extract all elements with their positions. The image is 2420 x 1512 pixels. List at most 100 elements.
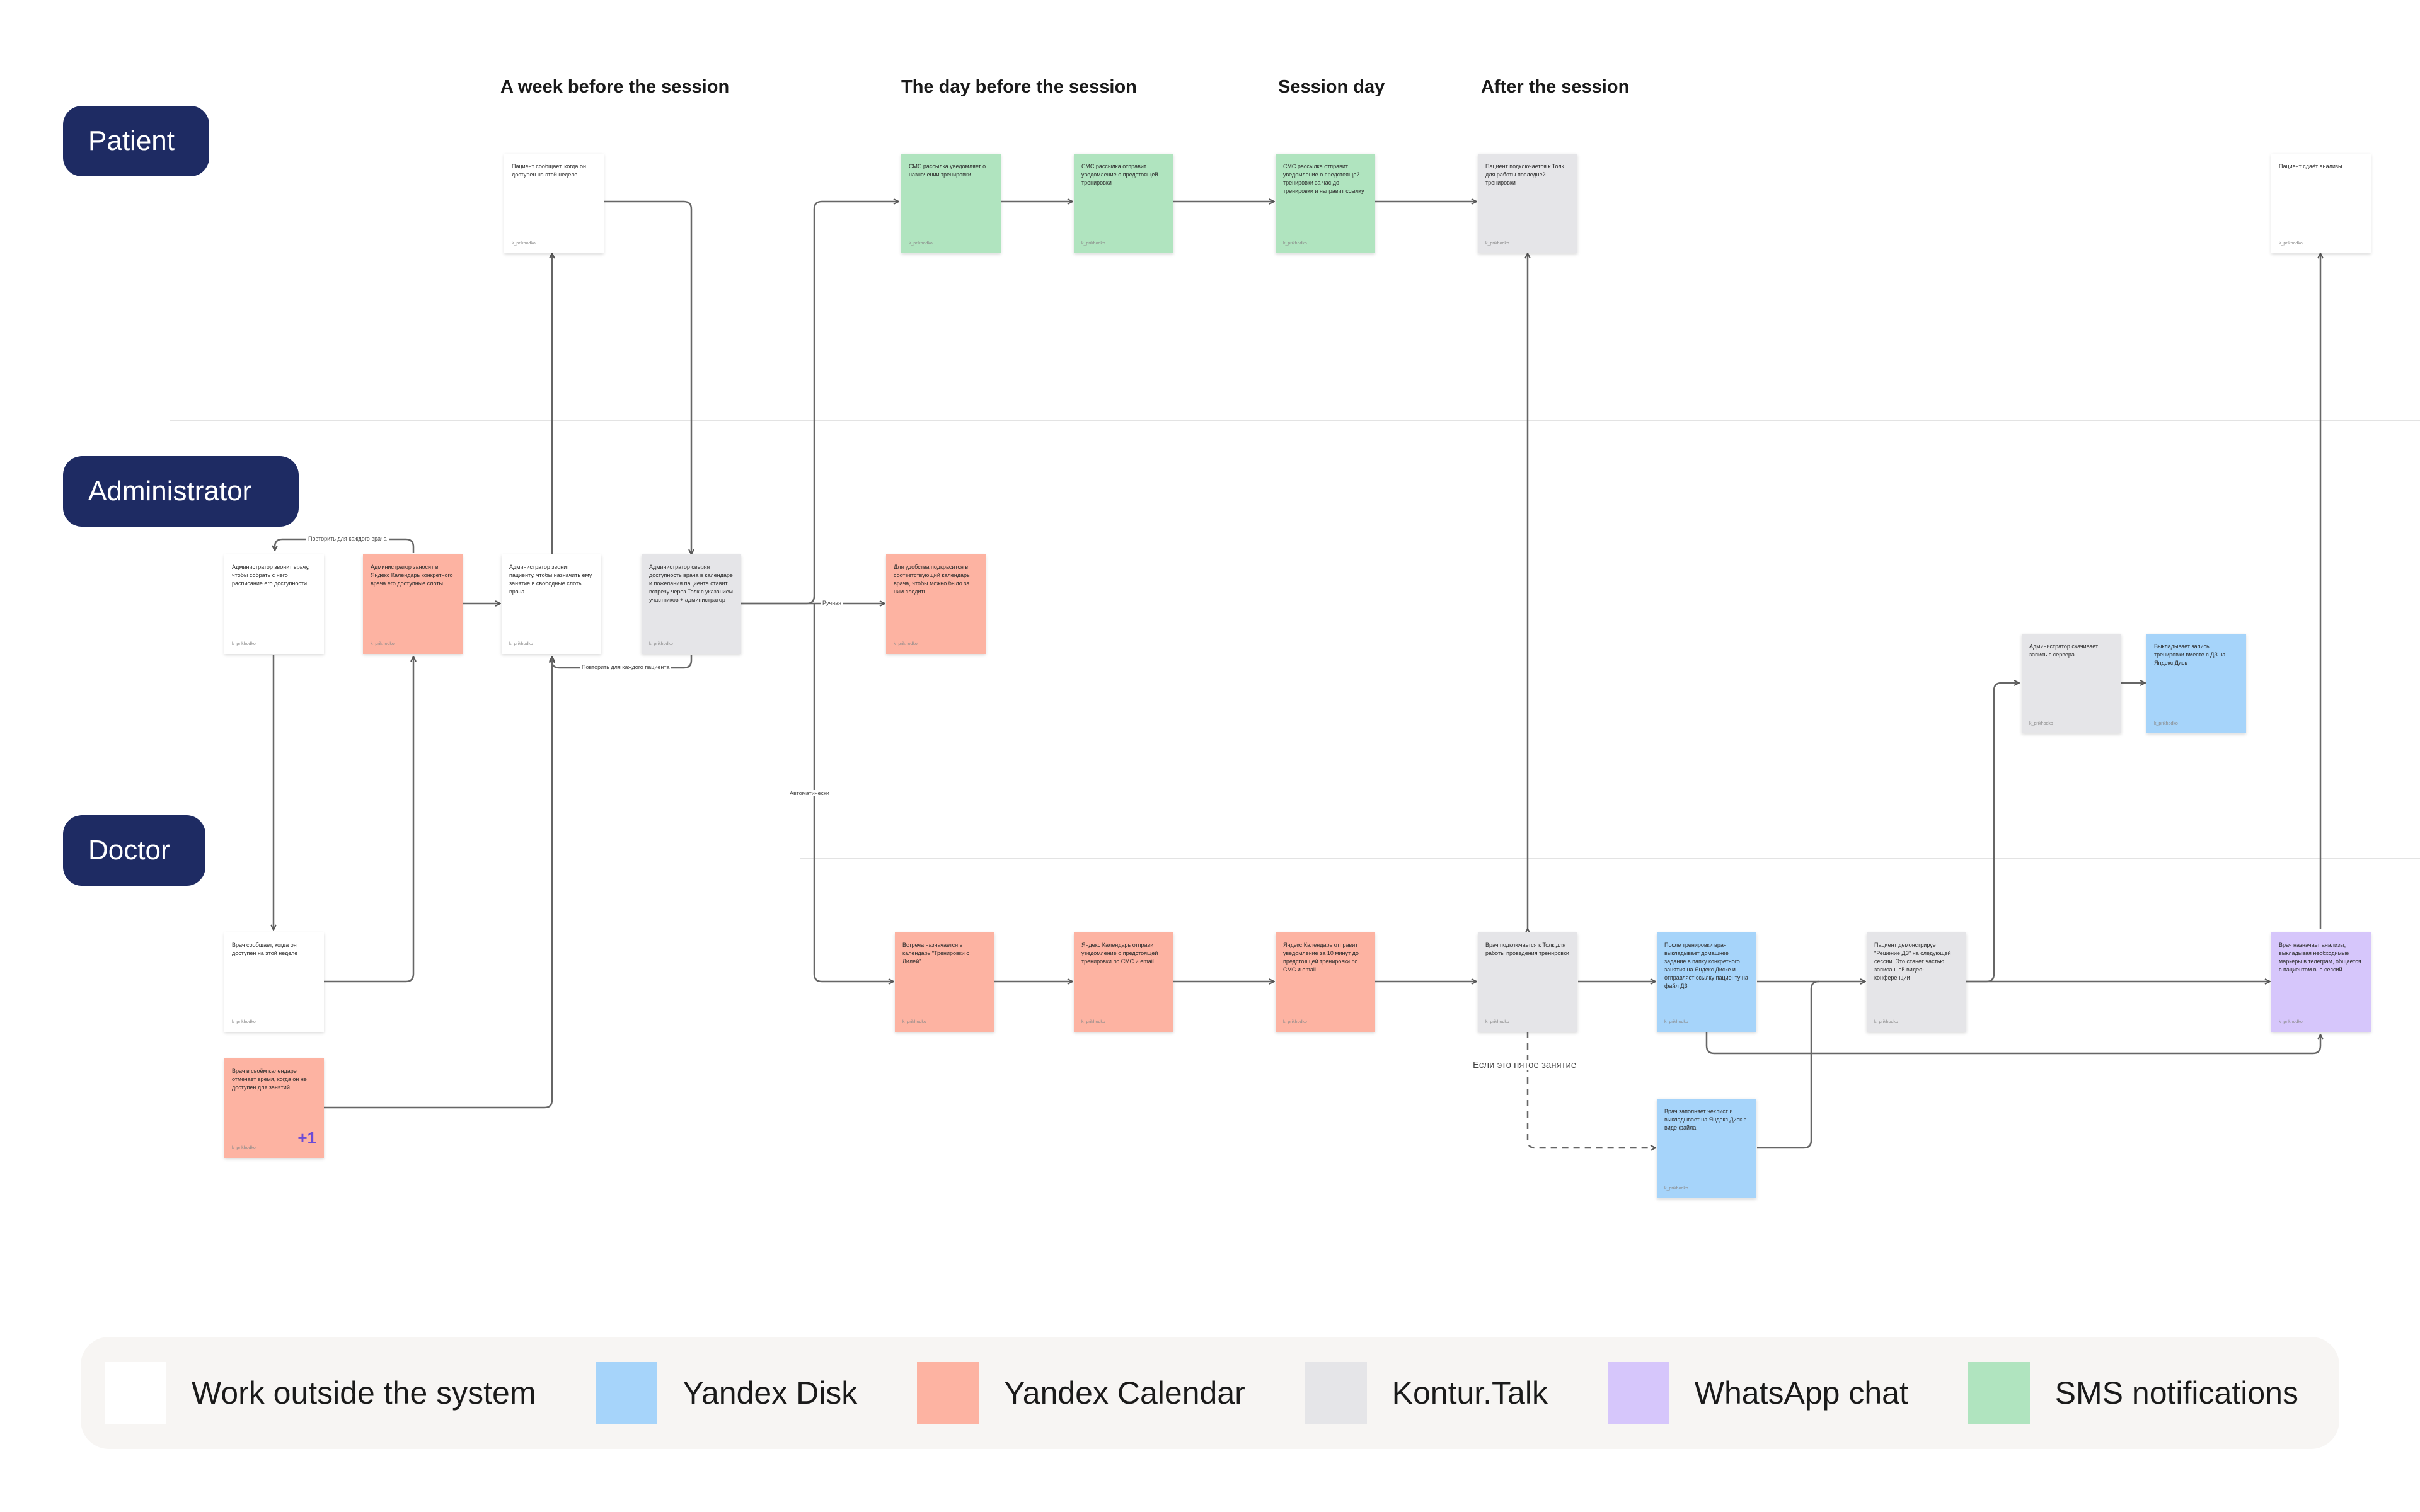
note-text: Пациент сдаёт анализы <box>2279 163 2342 169</box>
note-author: k_prikhodko <box>909 241 933 246</box>
note-doctor-uploads-homework[interactable]: После тренировки врач выкладывает домашн… <box>1657 932 1756 1032</box>
phase-day-before: The day before the session <box>901 77 1137 97</box>
note-author: k_prikhodko <box>902 1019 926 1024</box>
note-patient-availability[interactable]: Пациент сообщает, когда он доступен на э… <box>504 154 604 253</box>
note-text: Выкладывает запись тренировки вместе с Д… <box>2154 643 2226 667</box>
note-author: k_prikhodko <box>2279 1019 2303 1024</box>
note-author: k_prikhodko <box>1485 241 1509 246</box>
legend-item-outside-system: Work outside the system <box>105 1362 536 1424</box>
edge-d2-a3 <box>324 656 552 1109</box>
edge-label-manual: Ручная <box>821 600 844 606</box>
note-calendar-reminder-day[interactable]: Яндекс Календарь отправит уведомление о … <box>1074 932 1173 1032</box>
legend-item-whatsapp-chat: WhatsApp chat <box>1607 1362 1908 1424</box>
note-admin-calls-doctor[interactable]: Администратор звонит врачу, чтобы собрат… <box>224 554 324 654</box>
note-text: Врач назначает анализы, выкладывая необх… <box>2279 942 2361 973</box>
legend-label: Yandex Disk <box>683 1375 858 1411</box>
note-patient-joins-talk[interactable]: Пациент подключается к Толк для работы п… <box>1478 154 1577 253</box>
note-author: k_prikhodko <box>232 1145 256 1150</box>
note-author: k_prikhodko <box>512 241 536 246</box>
note-text: Пациент демонстрирует "Решение ДЗ" на сл… <box>1874 942 1951 982</box>
note-doctor-availability[interactable]: Врач сообщает, когда он доступен на этой… <box>224 932 324 1032</box>
color-legend: Work outside the system Yandex Disk Yand… <box>81 1337 2339 1449</box>
note-author: k_prikhodko <box>2029 721 2053 726</box>
note-doctor-prescribes-tests[interactable]: Врач назначает анализы, выкладывая необх… <box>2271 932 2371 1032</box>
legend-label: Work outside the system <box>192 1375 536 1411</box>
note-text: СМС рассылка уведомляет о назначении тре… <box>909 163 986 178</box>
legend-label: Yandex Calendar <box>1004 1375 1245 1411</box>
role-patient: Patient <box>63 106 209 176</box>
note-patient-tests[interactable]: Пациент сдаёт анализы k_prikhodko <box>2271 154 2371 253</box>
note-author: k_prikhodko <box>894 641 918 646</box>
note-text: Врач заполняет чеклист и выкладывает на … <box>1664 1108 1747 1131</box>
legend-swatch <box>917 1362 979 1424</box>
edge-label-automatic: Автоматически <box>788 790 831 796</box>
note-text: СМС рассылка отправит уведомление о пред… <box>1081 163 1158 186</box>
note-admin-enters-slots[interactable]: Администратор заносит в Яндекс Календарь… <box>363 554 463 654</box>
edge-d10-d8 <box>1757 980 1819 1149</box>
legend-item-sms-notifications: SMS notifications <box>1968 1362 2298 1424</box>
note-admin-color-calendar[interactable]: Для удобства подкрасится в соответствующ… <box>886 554 986 654</box>
note-author: k_prikhodko <box>1664 1186 1688 1191</box>
note-text: Врач подключается к Толк для работы пров… <box>1485 942 1569 957</box>
note-admin-schedules-talk[interactable]: Администратор сверяя доступность врача в… <box>642 554 741 654</box>
edge-label-repeat-doctor: Повторить для каждого врача <box>306 536 389 542</box>
note-text: Администратор звонит врачу, чтобы собрат… <box>232 564 310 587</box>
note-sms-reminder-day[interactable]: СМС рассылка отправит уведомление о пред… <box>1074 154 1173 253</box>
note-author: k_prikhodko <box>232 1019 256 1024</box>
legend-item-kontur-talk: Kontur.Talk <box>1305 1362 1548 1424</box>
legend-swatch <box>1968 1362 2030 1424</box>
phase-session-day: Session day <box>1278 77 1385 97</box>
legend-label: SMS notifications <box>2054 1375 2298 1411</box>
note-author: k_prikhodko <box>1081 1019 1105 1024</box>
role-doctor-label: Doctor <box>88 835 170 866</box>
edge-d1-a2 <box>324 656 413 983</box>
note-text: После тренировки врач выкладывает домашн… <box>1664 942 1748 990</box>
edge-d7-d9 <box>1705 1032 2320 1055</box>
note-text: Врач сообщает, когда он доступен на этой… <box>232 942 298 957</box>
note-author: k_prikhodko <box>649 641 673 646</box>
lane-divider-patient-admin <box>170 420 2420 421</box>
legend-item-yandex-calendar: Yandex Calendar <box>917 1362 1245 1424</box>
note-text: Яндекс Календарь отправит уведомление о … <box>1081 942 1158 965</box>
note-text: Встреча назначается в календарь "Трениро… <box>902 942 969 965</box>
edge-label-fifth-session: Если это пятое занятие <box>1471 1060 1579 1070</box>
role-doctor: Doctor <box>63 815 205 886</box>
legend-swatch <box>1607 1362 1669 1424</box>
note-sms-reminder-hour[interactable]: СМС рассылка отправит уведомление о пред… <box>1276 154 1375 253</box>
note-admin-uploads-record[interactable]: Выкладывает запись тренировки вместе с Д… <box>2146 634 2246 733</box>
note-text: Администратор звонит пациенту, чтобы наз… <box>509 564 592 595</box>
legend-swatch <box>596 1362 658 1424</box>
edge-a4-p2 <box>741 202 899 605</box>
role-administrator-label: Administrator <box>88 476 252 507</box>
note-author: k_prikhodko <box>2279 241 2303 246</box>
legend-item-yandex-disk: Yandex Disk <box>596 1362 857 1424</box>
note-text: СМС рассылка отправит уведомление о пред… <box>1283 163 1364 195</box>
phase-week-before: A week before the session <box>500 77 730 97</box>
note-patient-demo-homework[interactable]: Пациент демонстрирует "Решение ДЗ" на сл… <box>1867 932 1966 1032</box>
note-doctor-blocks-time[interactable]: Врач в своём календаре отмечает время, к… <box>224 1058 324 1158</box>
note-text: Яндекс Календарь отправит уведомление за… <box>1283 942 1359 973</box>
note-text: Администратор заносит в Яндекс Календарь… <box>371 564 453 587</box>
note-doctor-joins-talk[interactable]: Врач подключается к Толк для работы пров… <box>1478 932 1577 1032</box>
legend-label: WhatsApp chat <box>1694 1375 1908 1411</box>
note-author: k_prikhodko <box>1283 241 1307 246</box>
plus-one-badge: +1 <box>297 1128 316 1148</box>
note-text: Администратор сверяя доступность врача в… <box>649 564 733 604</box>
note-text: Для удобства подкрасится в соответствующ… <box>894 564 970 595</box>
note-doctor-checklist[interactable]: Врач заполняет чеклист и выкладывает на … <box>1657 1099 1756 1198</box>
note-author: k_prikhodko <box>1664 1019 1688 1024</box>
note-text: Пациент сообщает, когда он доступен на э… <box>512 163 586 178</box>
note-admin-downloads-record[interactable]: Администратор скачивает запись с сервера… <box>2022 634 2121 733</box>
note-author: k_prikhodko <box>1874 1019 1898 1024</box>
note-text: Врач в своём календаре отмечает время, к… <box>232 1068 307 1091</box>
note-meeting-in-calendar[interactable]: Встреча назначается в календарь "Трениро… <box>895 932 994 1032</box>
legend-swatch <box>105 1362 166 1424</box>
note-author: k_prikhodko <box>1485 1019 1509 1024</box>
note-author: k_prikhodko <box>509 641 533 646</box>
note-text: Пациент подключается к Толк для работы п… <box>1485 163 1564 186</box>
note-admin-calls-patient[interactable]: Администратор звонит пациенту, чтобы наз… <box>502 554 601 654</box>
note-sms-scheduled[interactable]: СМС рассылка уведомляет о назначении тре… <box>901 154 1001 253</box>
note-calendar-reminder-10min[interactable]: Яндекс Календарь отправит уведомление за… <box>1276 932 1375 1032</box>
